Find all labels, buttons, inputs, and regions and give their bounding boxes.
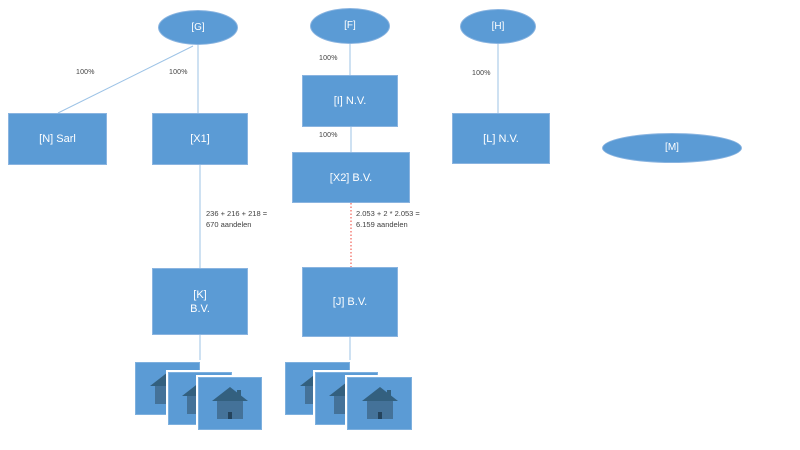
node-i-label: [I] N.V.	[333, 95, 367, 107]
node-g-ellipse: [G]	[158, 10, 238, 45]
node-n-box: [N] Sarl	[8, 113, 107, 165]
annotation-x2-j-shares: 2.053 + 2 * 2.053 = 6.159 aandelen	[356, 208, 420, 230]
edge-label-g-x1: 100%	[169, 69, 188, 76]
node-f-label: [F]	[344, 20, 356, 31]
node-j-label: [J] B.V.	[332, 296, 368, 308]
node-k-label-line1: [K]	[193, 288, 207, 301]
node-m-label: [M]	[665, 142, 679, 153]
node-f-ellipse: [F]	[310, 8, 390, 44]
node-x2-label: [X2] B.V.	[329, 171, 373, 184]
annotation-x1-k-shares: 236 + 216 + 218 = 670 aandelen	[206, 208, 267, 230]
edge-g-to-n	[57, 45, 194, 114]
node-i-box: [I] N.V.	[302, 75, 398, 127]
node-h-ellipse: [H]	[460, 9, 536, 44]
node-k-box: [K] B.V.	[152, 268, 248, 335]
annotation-x1-k-line2: 670 aandelen	[206, 220, 252, 229]
house-icon	[212, 386, 248, 419]
node-x1-label: [X1]	[190, 133, 210, 145]
node-j-box: [J] B.V.	[302, 267, 398, 337]
node-l-box: [L] N.V.	[452, 113, 550, 164]
node-l-label: [L] N.V.	[483, 132, 519, 145]
edge-label-h-l: 100%	[472, 70, 491, 77]
annotation-x2-j-line1: 2.053 + 2 * 2.053 =	[356, 209, 420, 218]
node-m-ellipse: [M]	[602, 133, 742, 163]
node-k-label-line2: B.V.	[190, 302, 210, 315]
property-card	[347, 377, 412, 430]
edge-label-g-n: 100%	[76, 69, 95, 76]
annotation-x2-j-line2: 6.159 aandelen	[356, 220, 408, 229]
edge-label-f-i: 100%	[319, 55, 338, 62]
node-x1-box: [X1]	[152, 113, 248, 165]
property-card	[198, 377, 262, 430]
node-n-label: [N] Sarl	[39, 133, 76, 145]
house-icon	[361, 386, 398, 419]
edge-label-i-x2: 100%	[319, 132, 338, 139]
node-h-label: [H]	[491, 20, 505, 32]
annotation-x1-k-line1: 236 + 216 + 218 =	[206, 209, 268, 218]
node-g-label: [G]	[191, 21, 205, 33]
node-x2-box: [X2] B.V.	[292, 152, 410, 203]
